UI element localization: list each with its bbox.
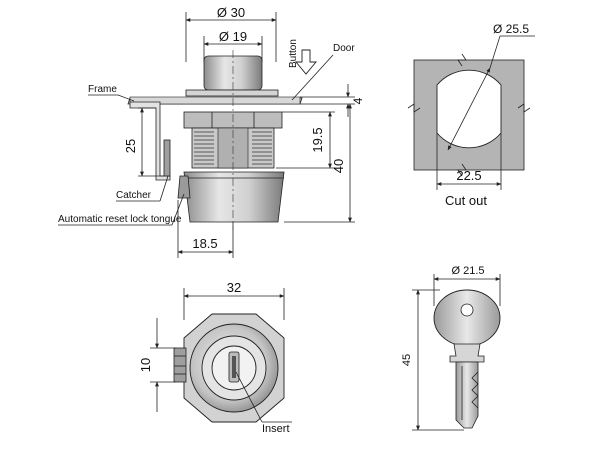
key-view: Ø 21.5 45 <box>401 265 501 431</box>
dim-195-text: 19.5 <box>310 127 325 152</box>
side-view: Ø 30 Ø 19 <box>58 5 365 258</box>
cutout-caption: Cut out <box>445 193 487 208</box>
key-cuts <box>471 371 479 409</box>
dim-line-d255 <box>447 67 491 151</box>
dim-10-text: 10 <box>138 358 153 372</box>
dim-25-text: 25 <box>123 139 138 153</box>
key-slot-opening <box>232 356 236 378</box>
label-door: Door <box>333 43 355 54</box>
leader-d255 <box>489 35 501 69</box>
key-head <box>433 289 501 347</box>
dim-d30-text: Ø 30 <box>217 5 245 20</box>
dim-d19-text: Ø 19 <box>219 29 247 44</box>
thread-pattern-right <box>252 131 272 165</box>
dim-40-text: 40 <box>331 159 346 173</box>
dim-32-text: 32 <box>227 280 241 295</box>
frame-plate <box>129 96 301 105</box>
label-button: Button <box>288 39 299 68</box>
label-insert: Insert <box>262 423 290 435</box>
front-view: 32 10 Insert <box>138 280 292 435</box>
leader-door <box>291 54 334 101</box>
break-mark-left <box>407 103 421 113</box>
leader-catcher <box>159 175 169 202</box>
front-latch-tongue <box>173 347 187 383</box>
dim-45-text: 45 <box>401 354 413 366</box>
break-mark-top <box>457 53 467 67</box>
dim-d215-text: Ø 21.5 <box>451 265 484 277</box>
dim-d255-text: Ø 25.5 <box>493 22 529 36</box>
push-direction-arrow <box>295 49 317 75</box>
bezel-flange <box>185 89 279 97</box>
dim-225-text: 22.5 <box>456 168 481 183</box>
thread-pattern-left <box>194 131 214 165</box>
label-tongue: Automatic reset lock tongue <box>58 214 182 225</box>
leader-frame <box>117 94 135 102</box>
lock-housing <box>183 171 285 223</box>
break-mark-bottom <box>457 163 467 177</box>
break-mark-right <box>517 103 531 113</box>
latch-tongue <box>177 175 191 199</box>
dim-4-text: 4 <box>351 97 365 104</box>
leader-insert <box>235 371 263 423</box>
label-frame: Frame <box>88 84 117 95</box>
key-blade <box>455 361 479 429</box>
key-shoulder <box>449 343 485 363</box>
label-catcher: Catcher <box>116 190 152 201</box>
key-ring-hole <box>460 303 474 317</box>
catcher-block <box>163 139 171 177</box>
cutout-view: Ø 25.5 22.5 Cut out <box>407 22 535 208</box>
dim-185-text: 18.5 <box>192 236 217 251</box>
